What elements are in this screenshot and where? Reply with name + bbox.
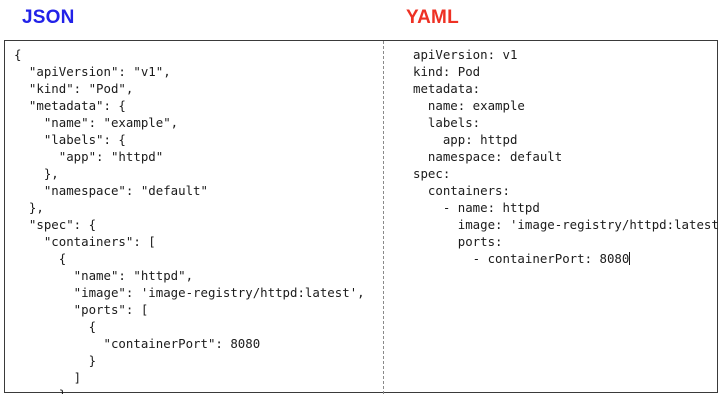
yaml-code-block[interactable]: apiVersion: v1 kind: Pod metadata: name:…	[413, 47, 718, 266]
vertical-dashed-divider	[383, 41, 384, 394]
yaml-code-pane[interactable]: apiVersion: v1 kind: Pod metadata: name:…	[384, 41, 718, 394]
yaml-heading: YAML	[406, 7, 459, 28]
json-code-pane[interactable]: { "apiVersion": "v1", "kind": "Pod", "me…	[5, 41, 383, 394]
code-comparison-panel: { "apiVersion": "v1", "kind": "Pod", "me…	[4, 40, 718, 394]
json-heading: JSON	[22, 7, 75, 28]
json-code-block[interactable]: { "apiVersion": "v1", "kind": "Pod", "me…	[14, 47, 365, 394]
text-caret	[629, 252, 631, 265]
